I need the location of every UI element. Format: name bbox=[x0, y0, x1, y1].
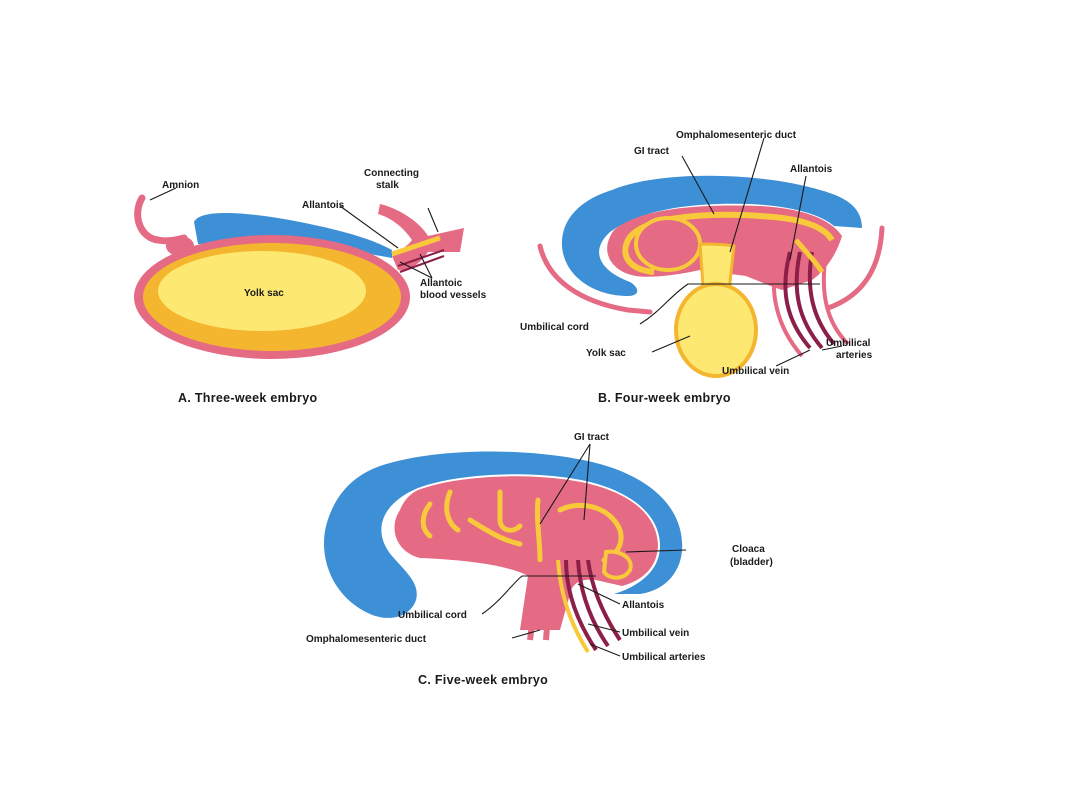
label-umbilical-arteries: Umbilical arteries bbox=[622, 652, 706, 663]
ectoderm-layer bbox=[561, 175, 862, 296]
umbilical-cord-sheath bbox=[771, 251, 850, 358]
label-omphalomesenteric-duct: Omphalomesenteric duct bbox=[306, 634, 427, 645]
gi-tract bbox=[420, 489, 624, 563]
label-allantois: Allantois bbox=[302, 200, 345, 211]
head-mesenchyme bbox=[634, 216, 702, 272]
panel-a-three-week-embryo: Amnion Connecting stalk Allantois Allant… bbox=[134, 168, 487, 405]
umbilical-vessels bbox=[564, 559, 622, 652]
label-allantoic-vessels-line1: Allantoic bbox=[420, 278, 463, 289]
label-amnion: Amnion bbox=[162, 180, 199, 191]
amnion-left-arc bbox=[537, 243, 653, 315]
label-umbilical-cord: Umbilical cord bbox=[520, 322, 589, 333]
label-umbilical-vein: Umbilical vein bbox=[722, 366, 789, 377]
umbilical-cord bbox=[527, 561, 555, 641]
label-gi-tract: GI tract bbox=[634, 146, 670, 157]
label-umbilical-cord: Umbilical cord bbox=[398, 610, 467, 621]
caption-panel-b: B. Four-week embryo bbox=[598, 391, 731, 405]
panel-b-four-week-embryo: Omphalomesenteric duct GI tract Allantoi… bbox=[520, 130, 885, 405]
allantois-duct bbox=[794, 238, 825, 274]
label-umbilical-vein: Umbilical vein bbox=[622, 628, 689, 639]
caption-panel-c: C. Five-week embryo bbox=[418, 673, 548, 687]
mesoderm-body bbox=[394, 476, 658, 630]
label-connecting-stalk-line2: stalk bbox=[376, 180, 399, 191]
allantoic-blood-vessels bbox=[397, 249, 445, 273]
label-yolk-sac: Yolk sac bbox=[244, 288, 284, 299]
caption-panel-a: A. Three-week embryo bbox=[178, 391, 317, 405]
amnion-right-arc bbox=[825, 225, 885, 311]
label-umbilical-arteries-line2: arteries bbox=[836, 350, 873, 361]
label-umbilical-arteries-line1: Umbilical bbox=[826, 338, 871, 349]
label-allantois: Allantois bbox=[622, 600, 665, 611]
panel-c-five-week-embryo: GI tract Cloaca (bladder) Umbilical cord… bbox=[306, 432, 773, 687]
label-cloaca-line2: (bladder) bbox=[730, 557, 773, 568]
amnion-bump bbox=[166, 236, 194, 256]
label-cloaca-line1: Cloaca bbox=[732, 544, 765, 555]
cloaca bbox=[601, 549, 633, 580]
label-gi-tract: GI tract bbox=[574, 432, 610, 443]
amnion-membrane bbox=[134, 194, 188, 245]
label-yolk-sac: Yolk sac bbox=[586, 348, 626, 359]
label-connecting-stalk-line1: Connecting bbox=[364, 168, 419, 179]
yolk-sac-inner bbox=[158, 251, 366, 331]
allantois-duct bbox=[556, 559, 590, 654]
ectoderm-layer bbox=[323, 451, 683, 618]
umbilical-vessels bbox=[783, 251, 836, 350]
label-omphalomesenteric-duct: Omphalomesenteric duct bbox=[676, 130, 797, 141]
allantois-duct bbox=[391, 235, 441, 257]
label-allantoic-vessels-line2: blood vessels bbox=[420, 290, 487, 301]
yolk-sac bbox=[674, 282, 758, 378]
connecting-stalk bbox=[378, 204, 464, 271]
label-allantois: Allantois bbox=[790, 164, 833, 175]
